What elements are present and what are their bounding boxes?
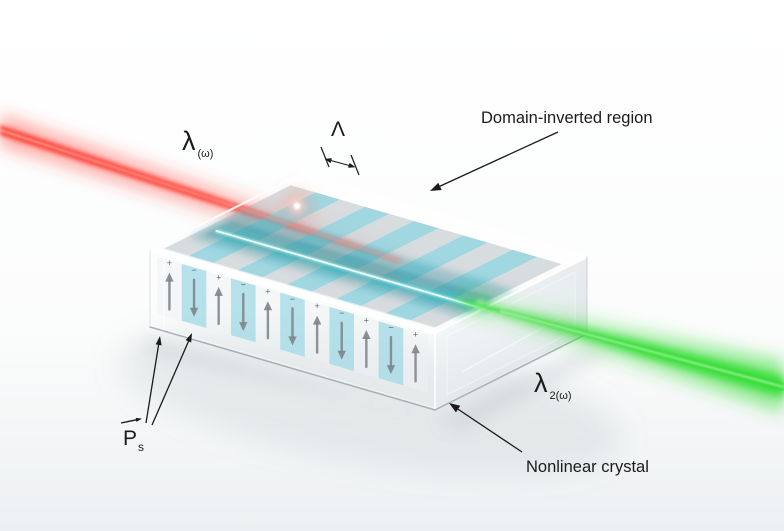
pump-lambda-subscript: (ω) <box>198 148 214 160</box>
ps-arrow-line-2 <box>151 339 190 426</box>
entry-glow-core <box>293 202 301 210</box>
ps-subscript: s <box>138 440 144 454</box>
domain-sign: + <box>216 272 221 282</box>
ps-vector-overbar <box>120 419 138 424</box>
ps-arrow-line-1 <box>145 342 160 424</box>
domain-sign: + <box>413 330 418 340</box>
polarization-arrowhead-up <box>362 329 371 339</box>
edge-bottom-front <box>149 326 436 411</box>
internal-shg-core <box>215 229 490 312</box>
output-beam <box>452 289 784 413</box>
domain-sign: + <box>314 301 319 311</box>
right-face-glass <box>435 257 587 410</box>
ps-vector-arrowhead <box>135 417 142 422</box>
ps-label: Ps <box>123 427 144 454</box>
internal-beams <box>214 190 491 315</box>
domain-sign: − <box>339 308 344 318</box>
period-tick-right <box>350 154 360 176</box>
domain-sign: − <box>241 280 246 290</box>
polarization-arrowhead-down <box>337 350 346 360</box>
domain-sign: − <box>388 323 393 333</box>
polarization-arrowhead-up <box>263 301 273 311</box>
period-label: Λ <box>331 118 345 141</box>
edge-top-back <box>300 172 589 259</box>
domain-sign: − <box>191 265 196 275</box>
polarization-arrowhead-up <box>411 344 420 354</box>
domain-sign: + <box>364 315 369 325</box>
polarization-arrowhead-down <box>189 307 199 317</box>
edge-top-right <box>433 255 589 335</box>
domain-region-label: Domain-inverted region <box>481 109 653 127</box>
polarization-arrowhead-up <box>214 286 223 296</box>
top-front-bevel <box>150 246 443 333</box>
period-arrow-line <box>328 159 352 167</box>
domain-region-arrow-line <box>438 131 559 188</box>
domain-sign: − <box>290 294 295 304</box>
domain-signs: + − + − + − + − + − + <box>167 258 418 340</box>
nonlinear-crystal-label: Nonlinear crystal <box>526 458 649 476</box>
polarization-arrows <box>165 272 420 383</box>
ps-symbol: P <box>123 427 137 450</box>
output-beam-hotline <box>499 310 784 388</box>
period-marker: Λ <box>320 118 360 176</box>
nonlinear-crystal-arrowhead <box>449 403 461 413</box>
edge-bottom-right <box>434 333 588 411</box>
period-tick-left <box>320 146 330 168</box>
polarization-arrowhead-up <box>312 315 322 325</box>
polarization-arrowhead-down <box>288 336 297 346</box>
ps-arrowhead-1 <box>155 336 162 346</box>
converted-lambda-symbol: λ <box>534 368 548 398</box>
edge-top-front <box>148 248 437 335</box>
crystal-shadow <box>117 326 623 474</box>
pump-lambda-symbol: λ <box>182 126 196 156</box>
domain-sign: + <box>167 258 172 268</box>
annotations: Domain-inverted region Nonlinear crystal… <box>120 109 653 476</box>
internal-pump-through-glass-core <box>239 207 401 262</box>
nonlinear-crystal: + − + − + − + − + − + <box>148 172 589 411</box>
converted-lambda-subscript: 2(ω) <box>550 390 572 402</box>
period-arrowhead-right <box>348 162 356 168</box>
edge-top-left <box>149 173 303 251</box>
period-arrowhead-left <box>324 158 332 164</box>
pump-wavelength-label: λ(ω) <box>182 126 213 160</box>
domain-sign: + <box>265 287 270 297</box>
polarization-arrowhead-down <box>239 322 248 332</box>
ps-arrowhead-2 <box>185 333 192 343</box>
domain-region-arrowhead <box>430 182 442 191</box>
nonlinear-crystal-arrow-line <box>456 407 523 453</box>
edge-bottom-front-highlight <box>149 324 436 409</box>
polarization-arrowhead-down <box>386 365 396 375</box>
polarization-arrowhead-up <box>165 272 174 282</box>
top-back-gloss <box>283 174 587 267</box>
